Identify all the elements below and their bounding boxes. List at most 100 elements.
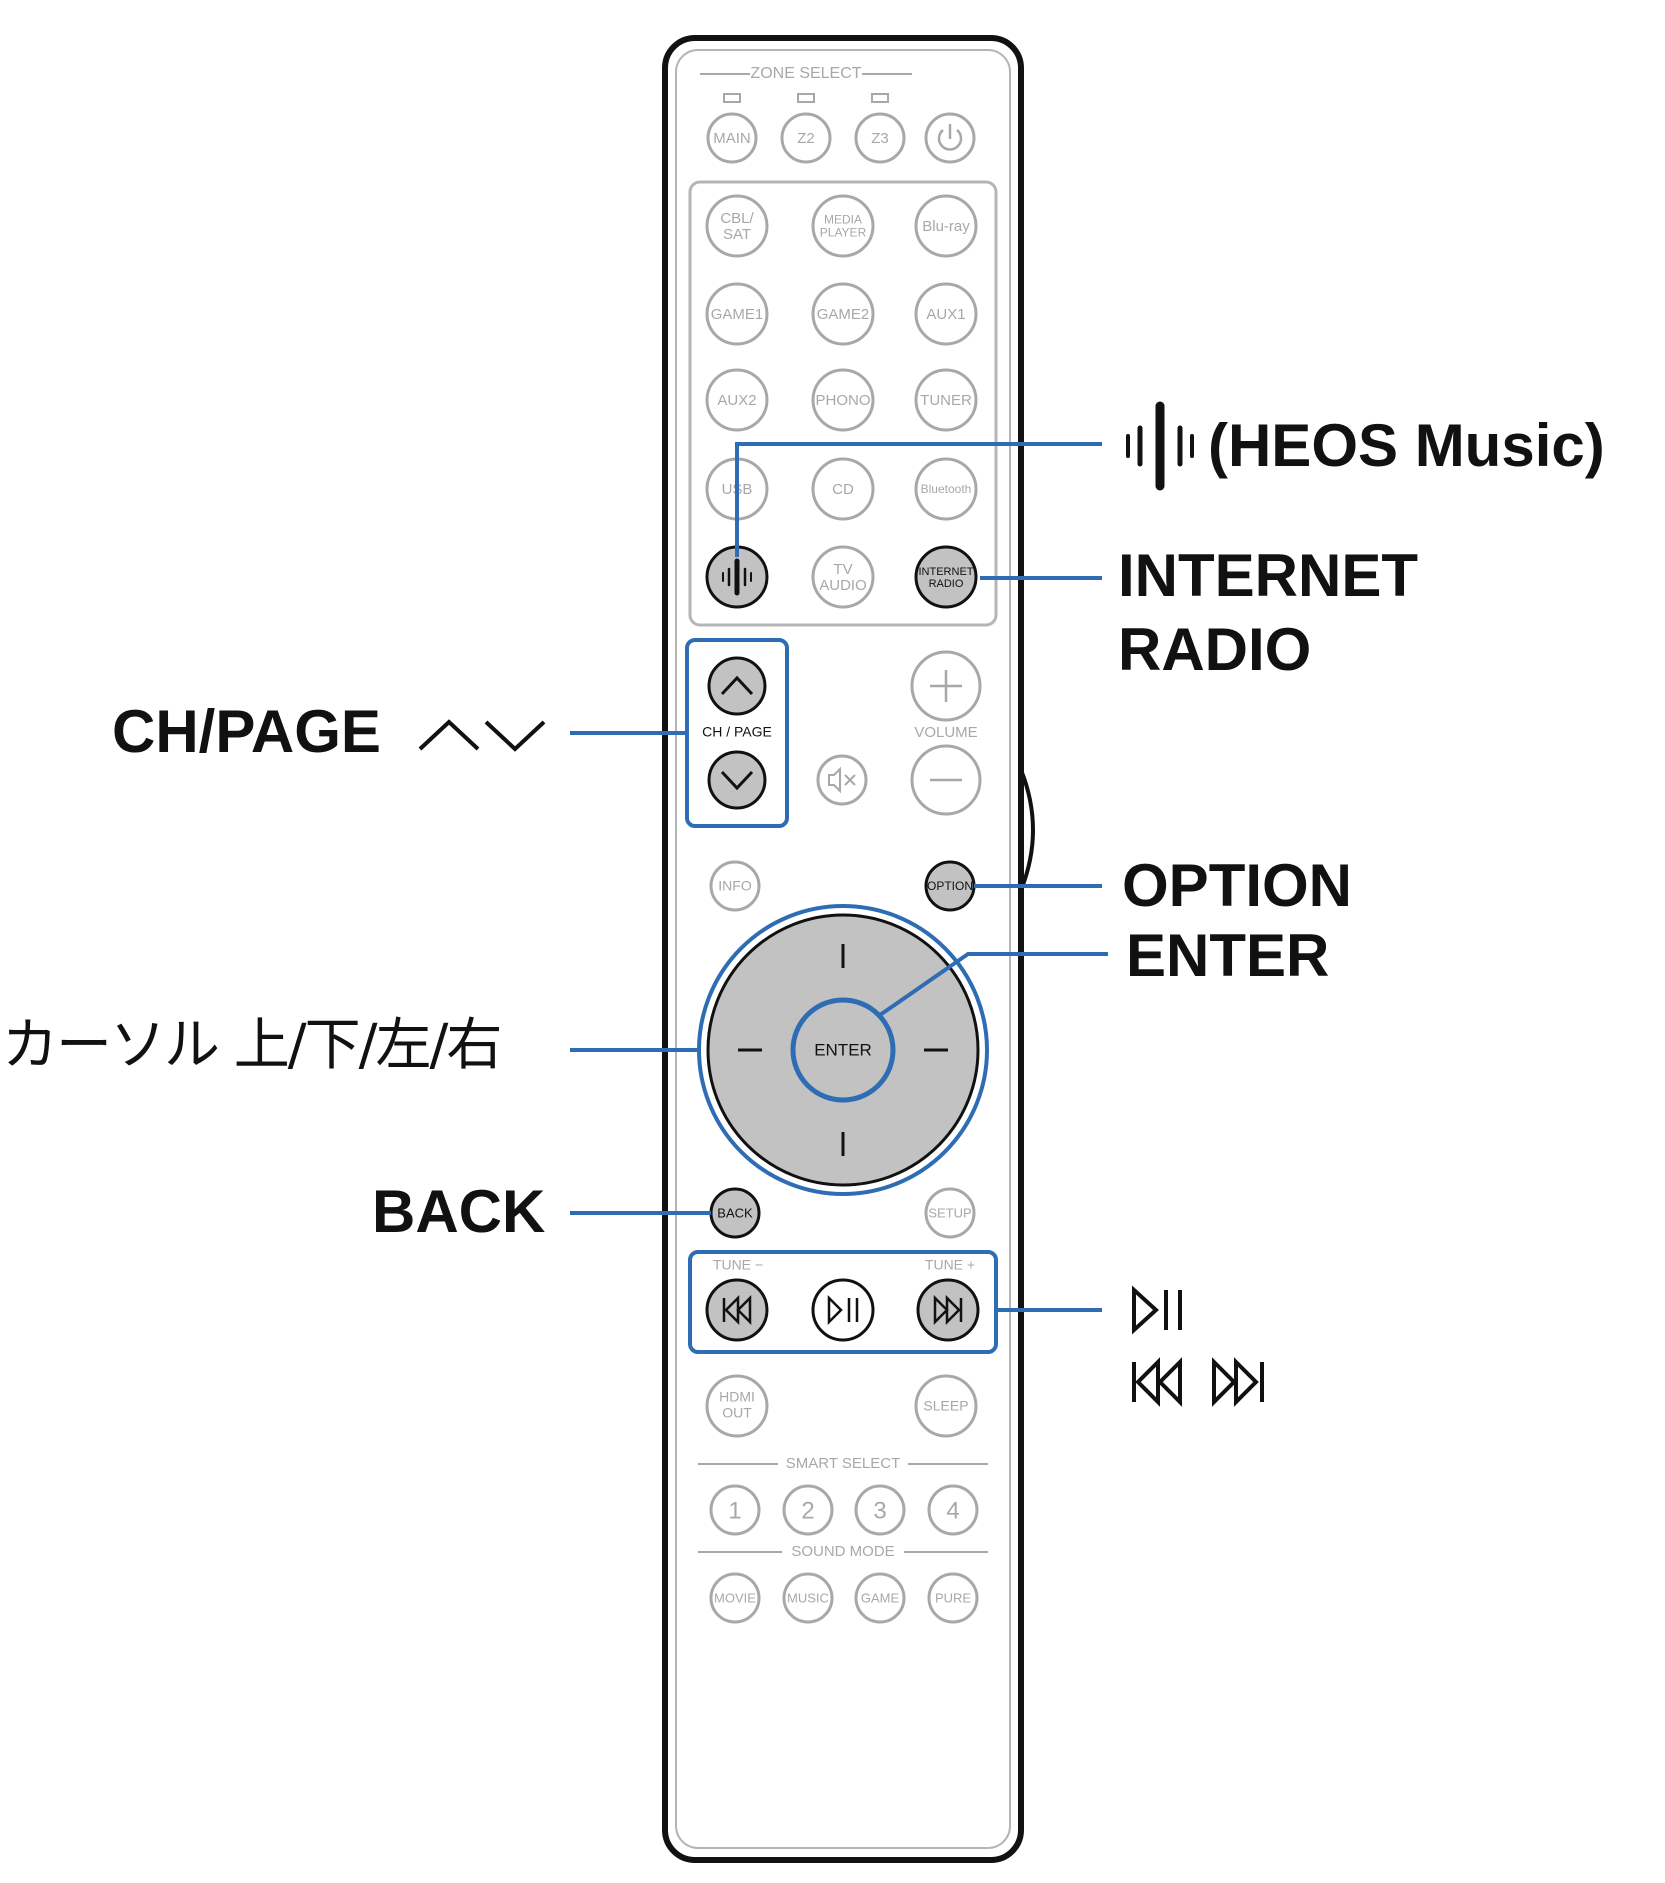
source-button-cbl-sat-label: CBL/ bbox=[720, 210, 754, 227]
skip-back-button[interactable] bbox=[705, 1278, 769, 1342]
hdmi-out-button[interactable]: HDMI OUT bbox=[705, 1374, 769, 1438]
ch-page-down-button[interactable] bbox=[707, 750, 767, 810]
source-button-aux2-label: AUX2 bbox=[717, 392, 756, 409]
zone-button-z3[interactable]: Z3 bbox=[854, 112, 906, 164]
source-button-cd-label: CD bbox=[832, 481, 854, 498]
tune-plus-label: TUNE + bbox=[925, 1257, 975, 1273]
source-button-bluetooth-label: Bluetooth bbox=[921, 482, 972, 496]
source-button-tv-audio-label: TV bbox=[833, 561, 852, 578]
source-button-bluetooth[interactable]: Bluetooth bbox=[914, 457, 978, 521]
smart-select-button-label: 3 bbox=[873, 1497, 886, 1524]
sleep-button-label: SLEEP bbox=[923, 1398, 968, 1414]
sound-mode-button-label: GAME bbox=[861, 1590, 900, 1605]
source-button-game2[interactable]: GAME2 bbox=[811, 282, 875, 346]
skip-forward-icon bbox=[933, 1294, 963, 1326]
source-button-blu-ray-label: Blu-ray bbox=[922, 218, 970, 235]
leader-heos bbox=[735, 442, 1102, 557]
callout-internet-radio-line2: RADIO bbox=[1118, 616, 1312, 683]
source-button-cd[interactable]: CD bbox=[811, 457, 875, 521]
mute-button[interactable] bbox=[816, 754, 868, 806]
zone-led-z3 bbox=[871, 93, 889, 103]
callout-option-label: OPTION bbox=[1122, 852, 1353, 919]
callout-lines bbox=[570, 442, 1108, 1312]
remote-side-bulge bbox=[1019, 769, 1035, 891]
source-button-aux1[interactable]: AUX1 bbox=[914, 282, 978, 346]
enter-button[interactable]: ENTER bbox=[790, 997, 896, 1103]
smart-select-button-3[interactable]: 3 bbox=[854, 1484, 906, 1536]
callout-play-pause-icon bbox=[1132, 1285, 1182, 1335]
source-button-internet-radio-label: INTERNET bbox=[919, 566, 974, 578]
back-button-label: BACK bbox=[717, 1205, 753, 1220]
sound-mode-label: SOUND MODE bbox=[791, 1543, 894, 1560]
source-button-game1-label: GAME1 bbox=[711, 306, 764, 323]
smart-select-label: SMART SELECT bbox=[786, 1455, 900, 1472]
skip-back-icon bbox=[722, 1294, 752, 1326]
sound-mode-button-pure[interactable]: PURE bbox=[927, 1572, 979, 1624]
option-button-label: OPTION bbox=[927, 879, 973, 893]
smart-select-button-label: 1 bbox=[728, 1497, 741, 1524]
source-button-phono[interactable]: PHONO bbox=[811, 368, 875, 432]
info-button[interactable]: INFO bbox=[709, 860, 761, 912]
setup-button[interactable]: SETUP bbox=[924, 1187, 976, 1239]
sound-mode-button-music[interactable]: MUSIC bbox=[782, 1572, 834, 1624]
power-button[interactable] bbox=[924, 112, 976, 164]
volume-down-button[interactable] bbox=[910, 744, 982, 816]
leader-enter bbox=[878, 952, 1108, 1017]
skip-forward-button[interactable] bbox=[916, 1278, 980, 1342]
source-group-frame bbox=[688, 180, 998, 627]
source-button-aux2[interactable]: AUX2 bbox=[705, 368, 769, 432]
callout-heos-label: (HEOS Music) bbox=[1208, 412, 1605, 479]
smart-select-button-4[interactable]: 4 bbox=[927, 1484, 979, 1536]
zone-button-z2-label: Z2 bbox=[797, 130, 815, 147]
source-button-media-player-label: MEDIA bbox=[824, 213, 862, 227]
sound-mode-button-label: MOVIE bbox=[714, 1590, 756, 1605]
heos-icon bbox=[722, 558, 752, 596]
smart-select-button-label: 2 bbox=[801, 1497, 814, 1524]
sound-mode-button-movie[interactable]: MOVIE bbox=[709, 1572, 761, 1624]
source-button-cbl-sat[interactable]: CBL/SAT bbox=[705, 194, 769, 258]
volume-up-button[interactable] bbox=[910, 650, 982, 722]
info-button-label: INFO bbox=[718, 878, 752, 894]
callout-down-chevron-icon bbox=[484, 720, 546, 752]
sound-mode-buttons: MOVIE MUSIC GAME PURE bbox=[709, 1572, 979, 1624]
source-button-heos[interactable] bbox=[705, 545, 769, 609]
zone-button-main-label: MAIN bbox=[713, 130, 751, 147]
smart-select-button-1[interactable]: 1 bbox=[709, 1484, 761, 1536]
source-button-phono-label: PHONO bbox=[815, 392, 870, 409]
sleep-button[interactable]: SLEEP bbox=[914, 1374, 978, 1438]
back-button[interactable]: BACK bbox=[709, 1187, 761, 1239]
sound-mode-button-label: PURE bbox=[935, 1590, 971, 1605]
mute-icon bbox=[828, 766, 841, 794]
callout-cursor-label: カーソル 上/下/左/右 bbox=[2, 1013, 502, 1078]
callout-enter-label: ENTER bbox=[1126, 922, 1330, 989]
source-button-game1[interactable]: GAME1 bbox=[705, 282, 769, 346]
source-button-internet-radio-label: RADIO bbox=[929, 578, 964, 590]
smart-select-button-2[interactable]: 2 bbox=[782, 1484, 834, 1536]
option-button[interactable]: OPTION bbox=[924, 860, 976, 912]
play-pause-button[interactable] bbox=[811, 1278, 875, 1342]
source-button-cbl-sat-label: SAT bbox=[723, 226, 751, 243]
sound-mode-button-game[interactable]: GAME bbox=[854, 1572, 906, 1624]
callout-back-label: BACK bbox=[372, 1178, 546, 1245]
heos-callout-icon bbox=[1126, 401, 1194, 491]
hdmi-out-label-1: HDMI bbox=[719, 1389, 755, 1405]
source-button-blu-ray[interactable]: Blu-ray bbox=[914, 194, 978, 258]
zone-button-main[interactable]: MAIN bbox=[706, 112, 758, 164]
ch-page-up-button[interactable] bbox=[707, 656, 767, 716]
zone-led-z2 bbox=[797, 93, 815, 103]
zone-button-z3-label: Z3 bbox=[871, 130, 889, 147]
source-button-tuner[interactable]: TUNER bbox=[914, 368, 978, 432]
zone-button-z2[interactable]: Z2 bbox=[780, 112, 832, 164]
setup-button-label: SETUP bbox=[928, 1205, 971, 1220]
volume-label: VOLUME bbox=[914, 724, 977, 741]
source-button-game2-label: GAME2 bbox=[817, 306, 870, 323]
callout-internet-radio-line1: INTERNET bbox=[1118, 542, 1418, 609]
remote-inner-outline bbox=[675, 49, 1011, 1849]
power-icon bbox=[937, 129, 963, 151]
hdmi-out-label-2: OUT bbox=[722, 1405, 752, 1421]
